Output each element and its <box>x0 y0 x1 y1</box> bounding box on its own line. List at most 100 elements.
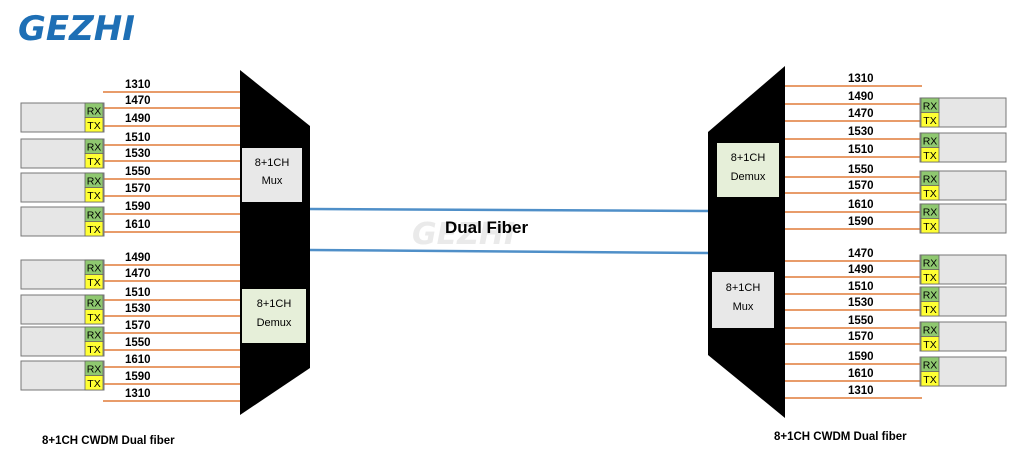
svg-text:Mux: Mux <box>262 175 283 187</box>
tx-port <box>84 274 104 290</box>
right-caption: 8+1CH CWDM Dual fiber <box>774 431 907 443</box>
svg-text:8+1CH: 8+1CH <box>726 282 761 294</box>
left-bottom-group-wavelength-label: 1610 <box>125 354 151 366</box>
left-bottom-group-wavelength-label: 1470 <box>125 268 151 280</box>
left-bottom-group-wavelength-label: 1510 <box>125 287 151 299</box>
tx-label: TX <box>923 374 936 386</box>
tx-label: TX <box>87 378 100 390</box>
right-top-group-wavelength-label: 1530 <box>848 126 874 138</box>
right-bottom-group-wavelength-label: 1570 <box>848 331 874 343</box>
right-transceiver-module: RX TX <box>919 254 1007 285</box>
gezhi-logo: GEZHI <box>18 9 135 49</box>
fiber-line-lower <box>309 248 709 255</box>
left-bottom-group-wavelength-label: 1490 <box>125 252 151 264</box>
left-top-group-wavelength-label: 1550 <box>125 166 151 178</box>
right-transceiver-module: RX TX <box>919 203 1007 234</box>
left-transceiver-module: RX TX <box>20 259 105 290</box>
tx-port <box>920 147 940 163</box>
tx-port <box>84 187 104 203</box>
left-top-group-wavelength-label: 1530 <box>125 148 151 160</box>
right-bottom-group-wavelength-label: 1470 <box>848 248 874 260</box>
left-transceiver-module: RX TX <box>20 102 105 133</box>
left-top-group-wavelength-label: 1470 <box>125 95 151 107</box>
left-mux-box: 8+1CH Mux <box>242 148 302 202</box>
fiber-line-upper <box>309 207 709 213</box>
tx-port <box>84 341 104 357</box>
tx-label: TX <box>87 344 100 356</box>
tx-port <box>920 371 940 387</box>
rx-label: RX <box>87 142 102 154</box>
left-bottom-group-wavelength-label: 1570 <box>125 320 151 332</box>
tx-label: TX <box>923 221 936 233</box>
left-top-group-wavelength-label: 1590 <box>125 201 151 213</box>
tx-port <box>84 221 104 237</box>
right-top-group-wavelength-label: 1550 <box>848 164 874 176</box>
left-bottom-group-wavelength-label: 1310 <box>125 388 151 400</box>
rx-label: RX <box>923 207 938 219</box>
gezhi-watermark: GEZHI <box>412 217 515 252</box>
tx-label: TX <box>923 115 936 127</box>
right-top-group-wavelength-label: 1470 <box>848 108 874 120</box>
fiber-label: Dual Fiber <box>445 218 529 237</box>
tx-label: TX <box>87 156 100 168</box>
tx-label: TX <box>923 339 936 351</box>
left-transceiver-module: RX TX <box>20 138 105 169</box>
tx-port <box>920 112 940 128</box>
left-transceiver-module: RX TX <box>20 360 105 391</box>
rx-label: RX <box>87 364 102 376</box>
rx-label: RX <box>87 176 102 188</box>
tx-label: TX <box>923 272 936 284</box>
svg-text:8+1CH: 8+1CH <box>257 298 292 310</box>
right-bottom-group-wavelength-label: 1530 <box>848 297 874 309</box>
tx-port <box>84 375 104 391</box>
rx-label: RX <box>923 360 938 372</box>
right-mux-box: 8+1CH Mux <box>712 272 774 328</box>
right-bottom-group-wavelength-label: 1510 <box>848 281 874 293</box>
right-bottom-group-wavelength-label: 1590 <box>848 351 874 363</box>
tx-label: TX <box>923 188 936 200</box>
svg-text:8+1CH: 8+1CH <box>731 152 766 164</box>
tx-port <box>920 185 940 201</box>
right-top-group-wavelength-label: 1310 <box>848 73 874 85</box>
tx-label: TX <box>87 312 100 324</box>
svg-text:8+1CH: 8+1CH <box>255 157 290 169</box>
tx-port <box>920 301 940 317</box>
right-top-group-wavelength-label: 1510 <box>848 144 874 156</box>
right-top-group-wavelength-label: 1610 <box>848 199 874 211</box>
rx-label: RX <box>923 174 938 186</box>
tx-label: TX <box>923 150 936 162</box>
right-bottom-group-wavelength-label: 1610 <box>848 368 874 380</box>
left-top-group-wavelength-label: 1490 <box>125 113 151 125</box>
left-caption: 8+1CH CWDM Dual fiber <box>42 435 175 447</box>
rx-label: RX <box>923 290 938 302</box>
right-transceiver-module: RX TX <box>919 170 1007 201</box>
tx-port <box>920 218 940 234</box>
tx-label: TX <box>87 120 100 132</box>
tx-port <box>84 153 104 169</box>
right-bottom-group-wavelength-label: 1490 <box>848 264 874 276</box>
left-top-group-wavelength-label: 1610 <box>125 219 151 231</box>
left-mux-demux-body <box>240 70 310 415</box>
rx-label: RX <box>87 263 102 275</box>
left-demux-box: 8+1CH Demux <box>242 289 306 343</box>
tx-port <box>84 117 104 133</box>
svg-text:Mux: Mux <box>733 301 754 313</box>
rx-label: RX <box>923 258 938 270</box>
right-demux-box: 8+1CH Demux <box>717 143 779 197</box>
right-channel-lines: 1310 1490 1470 1530 1510 1550 1570 1610 1590 1470… <box>785 73 922 399</box>
tx-label: TX <box>87 277 100 289</box>
tx-port <box>920 336 940 352</box>
rx-label: RX <box>87 106 102 118</box>
right-top-group-wavelength-label: 1590 <box>848 216 874 228</box>
right-bottom-group-wavelength-label: 1550 <box>848 315 874 327</box>
rx-label: RX <box>923 101 938 113</box>
